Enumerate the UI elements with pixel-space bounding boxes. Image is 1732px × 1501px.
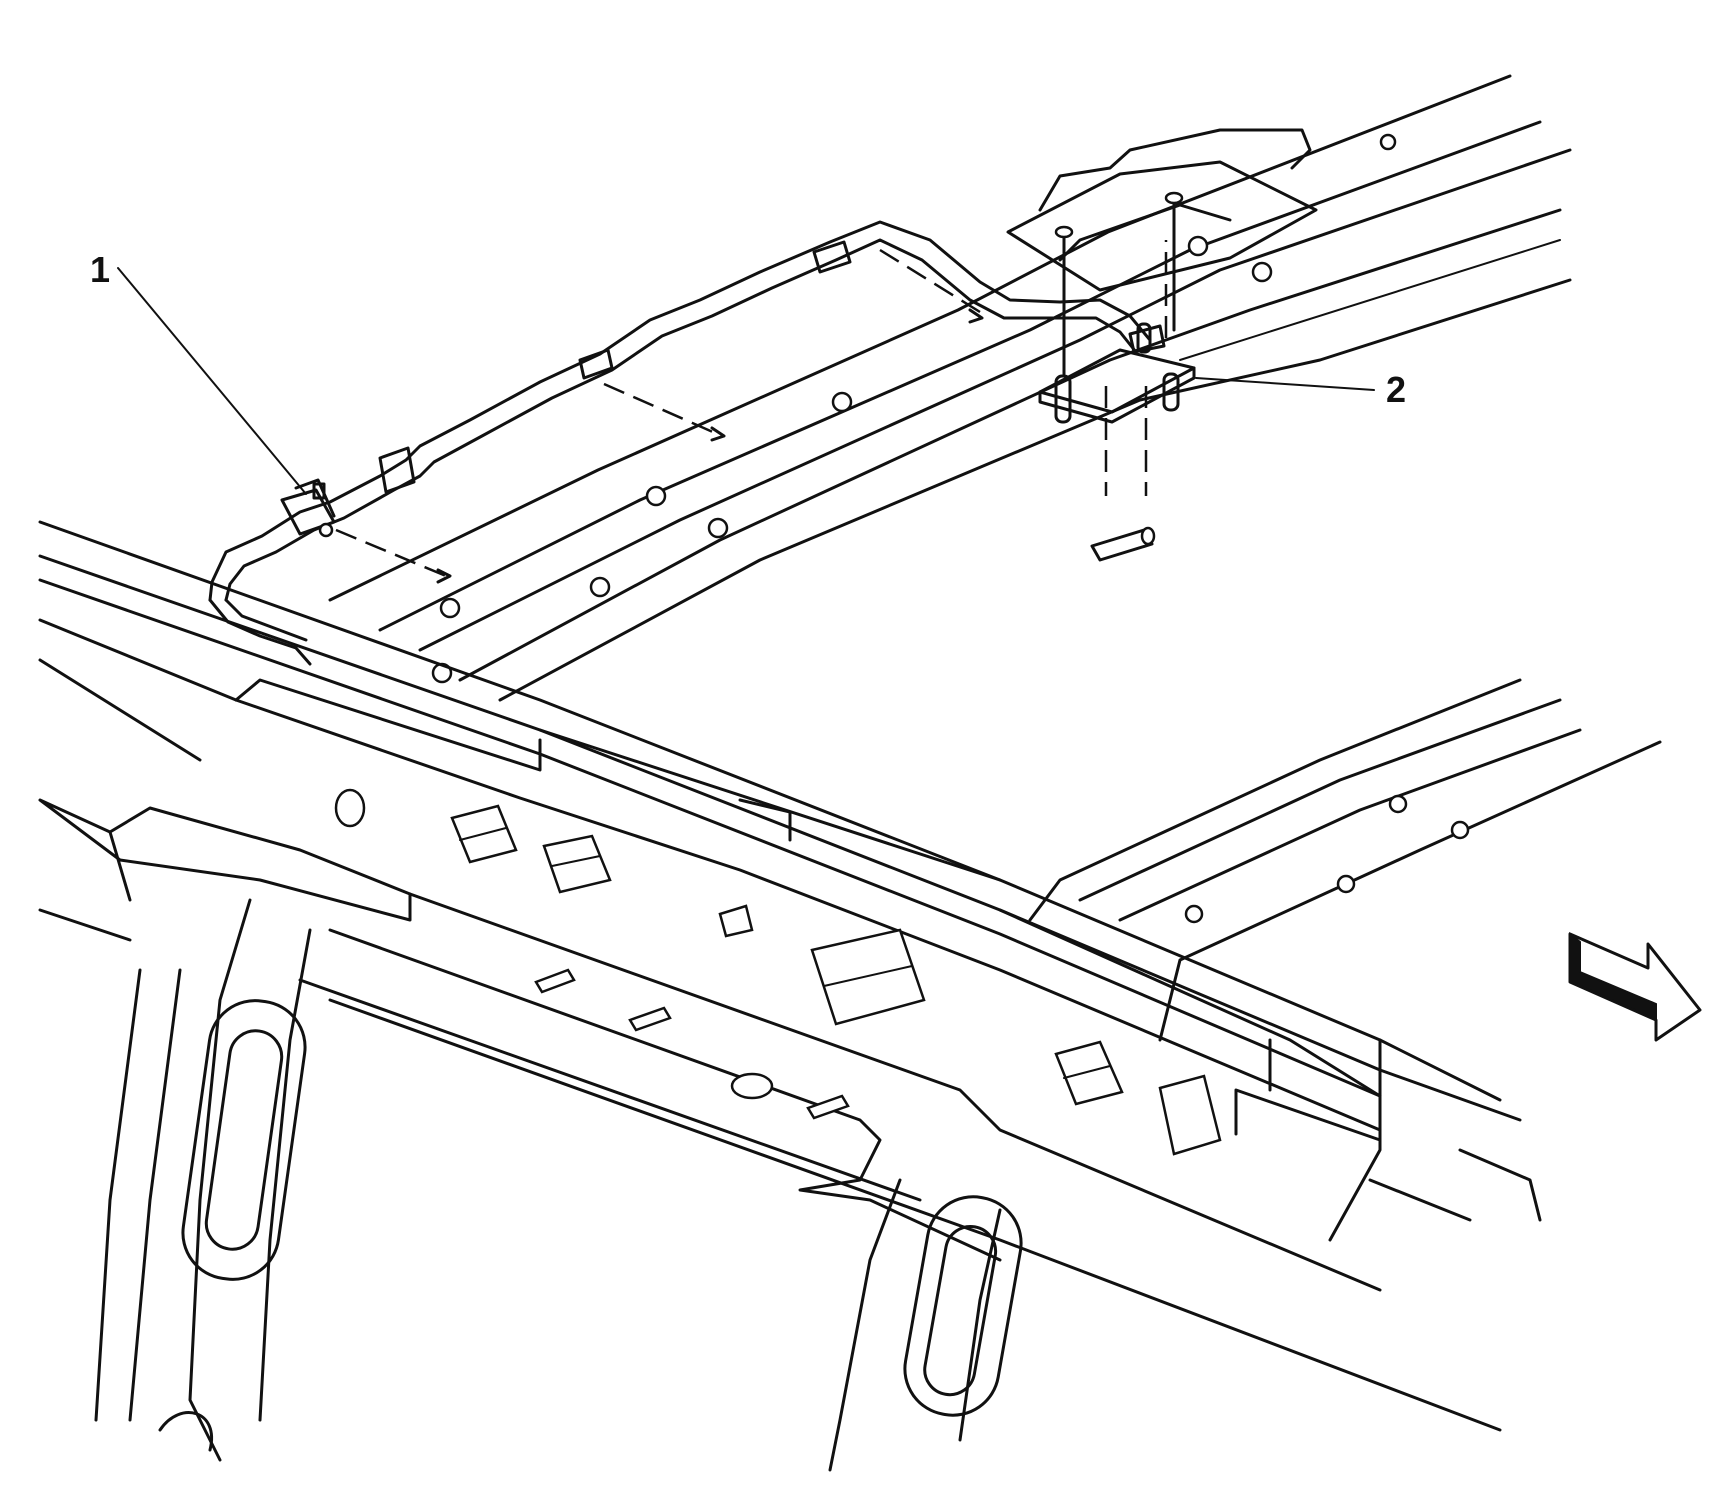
harness-clips — [378, 240, 852, 494]
wiring-harness — [208, 220, 1152, 666]
roof-side-rail — [328, 74, 1572, 702]
callout-1: 1 — [90, 249, 111, 290]
leader-lines — [117, 267, 1375, 495]
rail-holes — [431, 133, 1397, 684]
bow-openings — [334, 788, 1222, 1156]
module-assembly — [1038, 322, 1196, 562]
pillars — [94, 898, 1023, 1472]
roof-bow — [38, 520, 1522, 1432]
right-rail — [1028, 678, 1662, 1222]
install-guides — [335, 191, 1184, 584]
double-arrow-icon — [1568, 931, 1702, 1042]
upper-bracket — [1006, 128, 1318, 292]
callout-2: 2 — [1386, 369, 1407, 410]
